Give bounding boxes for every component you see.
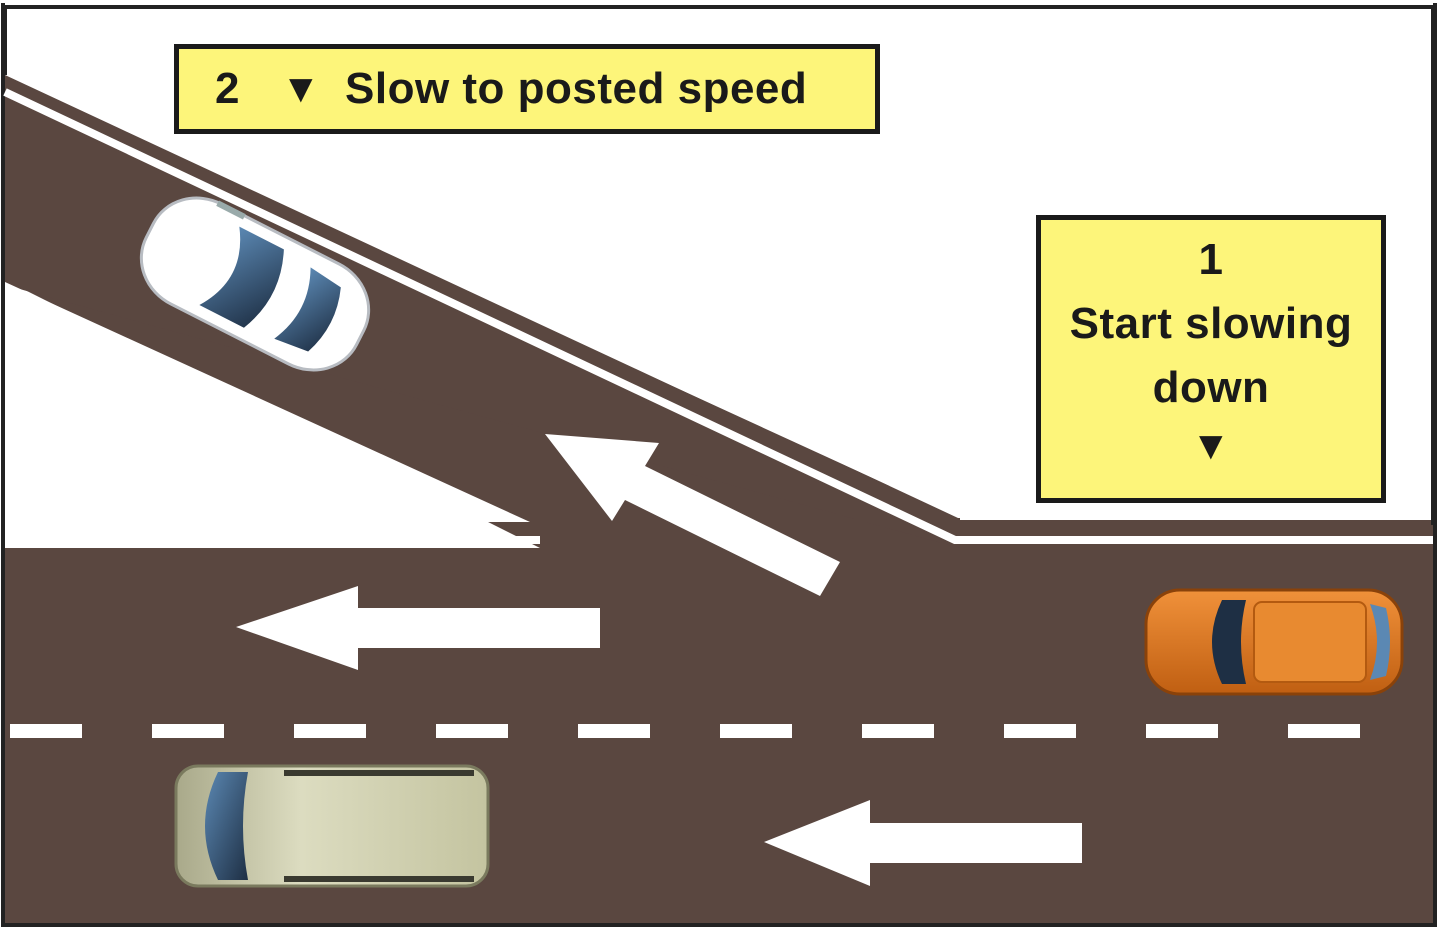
step-2-text: Slow to posted speed: [345, 64, 808, 113]
arrow-left-lower-lane: [764, 800, 1082, 886]
gore-area: [5, 282, 530, 522]
down-triangle-icon: ▼: [281, 66, 322, 111]
top-frame-line: [3, 5, 1435, 9]
step-1-text-line1: Start slowing: [1069, 299, 1353, 348]
step-1-label: 1 Start slowing down ▼: [1036, 215, 1386, 503]
van: [174, 764, 490, 888]
step-2-label: 2 ▼ Slow to posted speed: [174, 44, 880, 134]
arrow-ramp: [545, 434, 840, 596]
right-frame-line: [1431, 5, 1435, 525]
step-1-number: 1: [1198, 235, 1224, 284]
ramp-edge-line: [3, 88, 1433, 544]
orange-car: [1144, 588, 1404, 696]
step-2-number: 2: [215, 64, 240, 113]
down-triangle-icon: ▼: [1190, 424, 1232, 468]
white-car: [139, 196, 371, 372]
step-1-text-line2: down: [1152, 363, 1270, 412]
arrow-left-upper-lane: [236, 586, 600, 670]
left-frame-line: [3, 5, 7, 75]
